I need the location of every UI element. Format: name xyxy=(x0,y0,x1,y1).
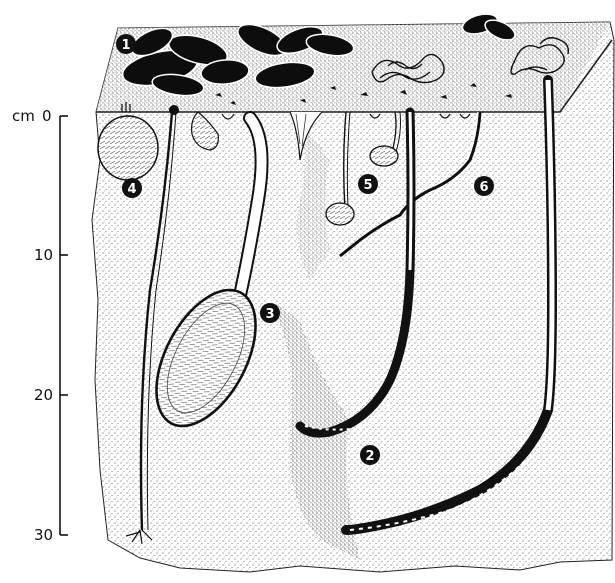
svg-text:3: 3 xyxy=(265,307,274,322)
sediment-block xyxy=(92,22,614,572)
callout-3: 3 xyxy=(260,303,280,323)
callout-4: 4 xyxy=(122,178,142,198)
scale-tick-30: 30 xyxy=(34,526,53,544)
scale-tick-20: 20 xyxy=(34,386,53,404)
svg-text:2: 2 xyxy=(365,449,374,464)
scale-tick-10: 10 xyxy=(34,246,53,264)
svg-text:5: 5 xyxy=(363,178,372,193)
depth-scale: cm 0 10 20 30 xyxy=(12,107,68,544)
scale-tick-0: 0 xyxy=(42,107,52,125)
callout-5: 5 xyxy=(358,174,378,194)
callout-6: 6 xyxy=(474,176,494,196)
scale-unit: cm xyxy=(12,107,35,125)
svg-text:1: 1 xyxy=(121,38,130,53)
svg-text:6: 6 xyxy=(479,180,488,195)
callout-2: 2 xyxy=(360,445,380,465)
callout-1: 1 xyxy=(116,34,136,54)
svg-text:4: 4 xyxy=(127,182,136,197)
